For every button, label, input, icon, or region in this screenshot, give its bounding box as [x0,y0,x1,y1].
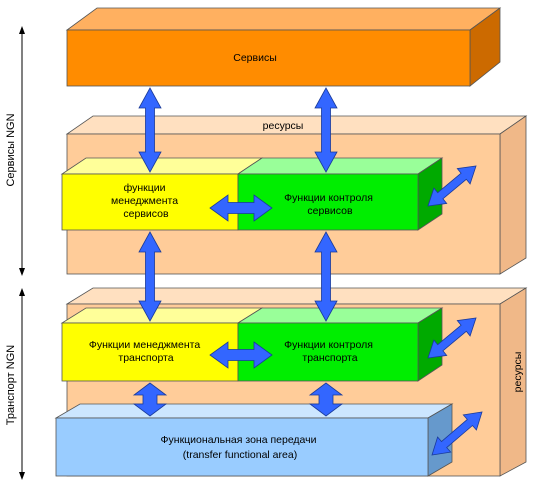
transport-management-label: Функции менеджмента транспорта [89,339,203,364]
arrow-service-control-to-side [427,165,477,207]
transport-control-label: Функции контроля транспорта [284,339,376,364]
arrow-transport-control-to-side [427,317,477,359]
service-management-label: функции менеджмента сервисов [111,182,181,220]
arrow-service-management-to-control [209,194,273,222]
arrow-services-to-service-control [314,87,338,173]
upper-resources-label: ресурсы [263,120,304,132]
services-ngn-side-arrow [19,26,25,276]
transport-management-block [60,307,264,382]
transport-ngn-label: Транспорт NGN [5,345,17,425]
arrow-service-to-transport-management [138,231,162,322]
arrow-transport-management-to-transfer [132,382,168,417]
transport-ngn-side-arrow [19,288,25,480]
arrow-services-to-service-management [138,87,162,173]
arrow-transport-management-to-control [209,341,273,369]
service-control-label: Функции контроля сервисов [284,192,376,217]
arrow-transport-control-to-transfer [308,382,344,417]
services-ngn-label: Сервисы NGN [5,113,17,186]
transfer-zone-label: Функциональная зона передачи (transfer f… [161,434,320,461]
arrow-transfer-to-side [431,411,483,456]
services-label: Сервисы [233,52,277,64]
arrow-service-to-transport-control [314,231,338,322]
lower-resources-label: ресурсы [512,352,524,393]
service-management-block [60,157,264,231]
services-block [65,7,502,87]
service-control-block [236,157,444,231]
